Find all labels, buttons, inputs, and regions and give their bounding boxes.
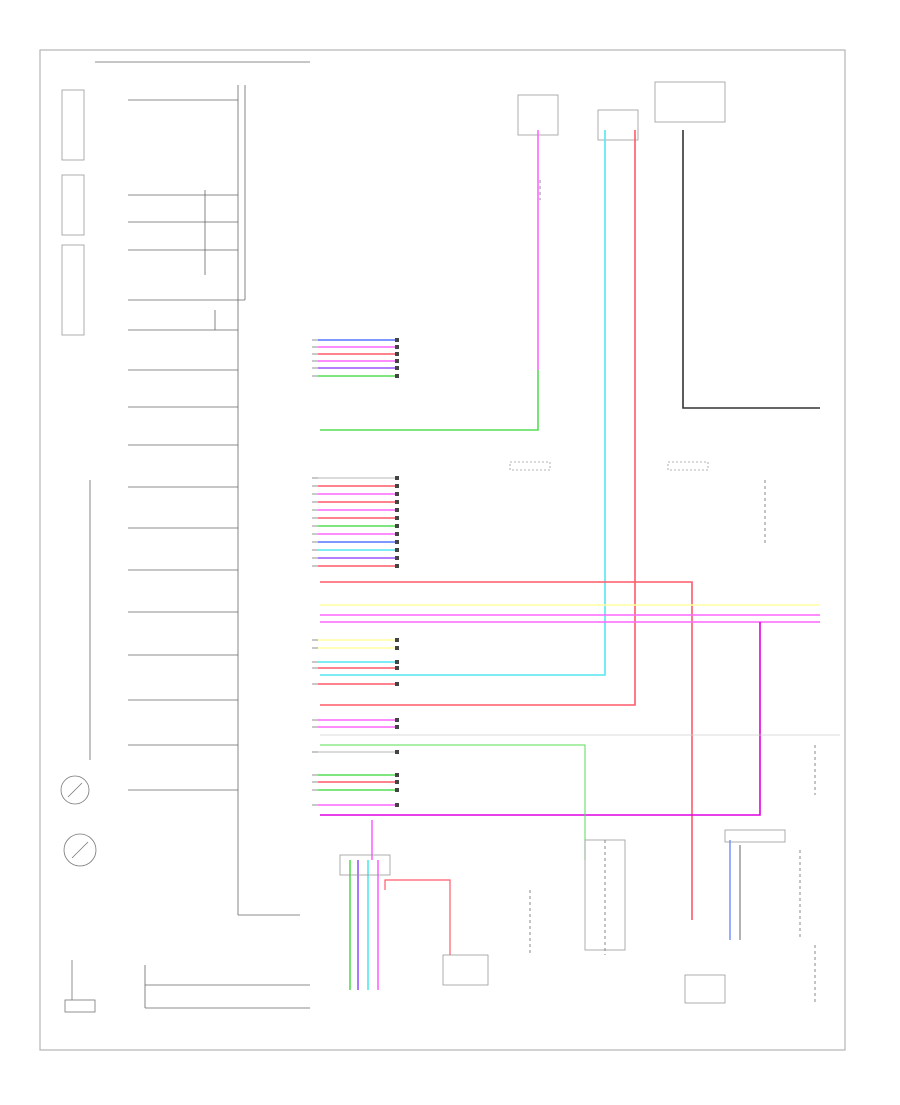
connector-pin <box>395 359 399 363</box>
connector-pin <box>395 556 399 560</box>
connector-pin <box>395 540 399 544</box>
connector-pin <box>395 516 399 520</box>
left-component-boxes <box>61 81 726 336</box>
connector-pin <box>395 500 399 504</box>
connector-boxes <box>339 461 786 1004</box>
gauge-symbols <box>60 775 97 1013</box>
connector-pin <box>395 548 399 552</box>
connector-pin <box>395 345 399 349</box>
connector-pin <box>395 338 399 342</box>
connector-pin <box>395 564 399 568</box>
connector-pin <box>395 750 399 754</box>
connector-pin <box>395 366 399 370</box>
right-stubs <box>529 180 816 1005</box>
connector-row-wires <box>312 338 399 807</box>
left-bus-lines <box>89 61 310 1009</box>
connector-pin <box>395 508 399 512</box>
long-wires <box>320 130 840 990</box>
connector-pin <box>395 788 399 792</box>
connector-pin <box>395 718 399 722</box>
connector-pin <box>395 352 399 356</box>
diagram-frame <box>39 49 846 1051</box>
connector-pin <box>395 803 399 807</box>
connector-pin <box>395 780 399 784</box>
connector-pin <box>395 773 399 777</box>
connector-pin <box>395 532 399 536</box>
connector-pin <box>395 666 399 670</box>
connector-pin <box>395 374 399 378</box>
connector-pin <box>395 725 399 729</box>
connector-pin <box>395 682 399 686</box>
connector-pin <box>395 484 399 488</box>
connector-pin <box>395 524 399 528</box>
connector-pin <box>395 660 399 664</box>
connector-pin <box>395 476 399 480</box>
connector-pin <box>395 638 399 642</box>
connector-pin <box>395 646 399 650</box>
connector-pin <box>395 492 399 496</box>
